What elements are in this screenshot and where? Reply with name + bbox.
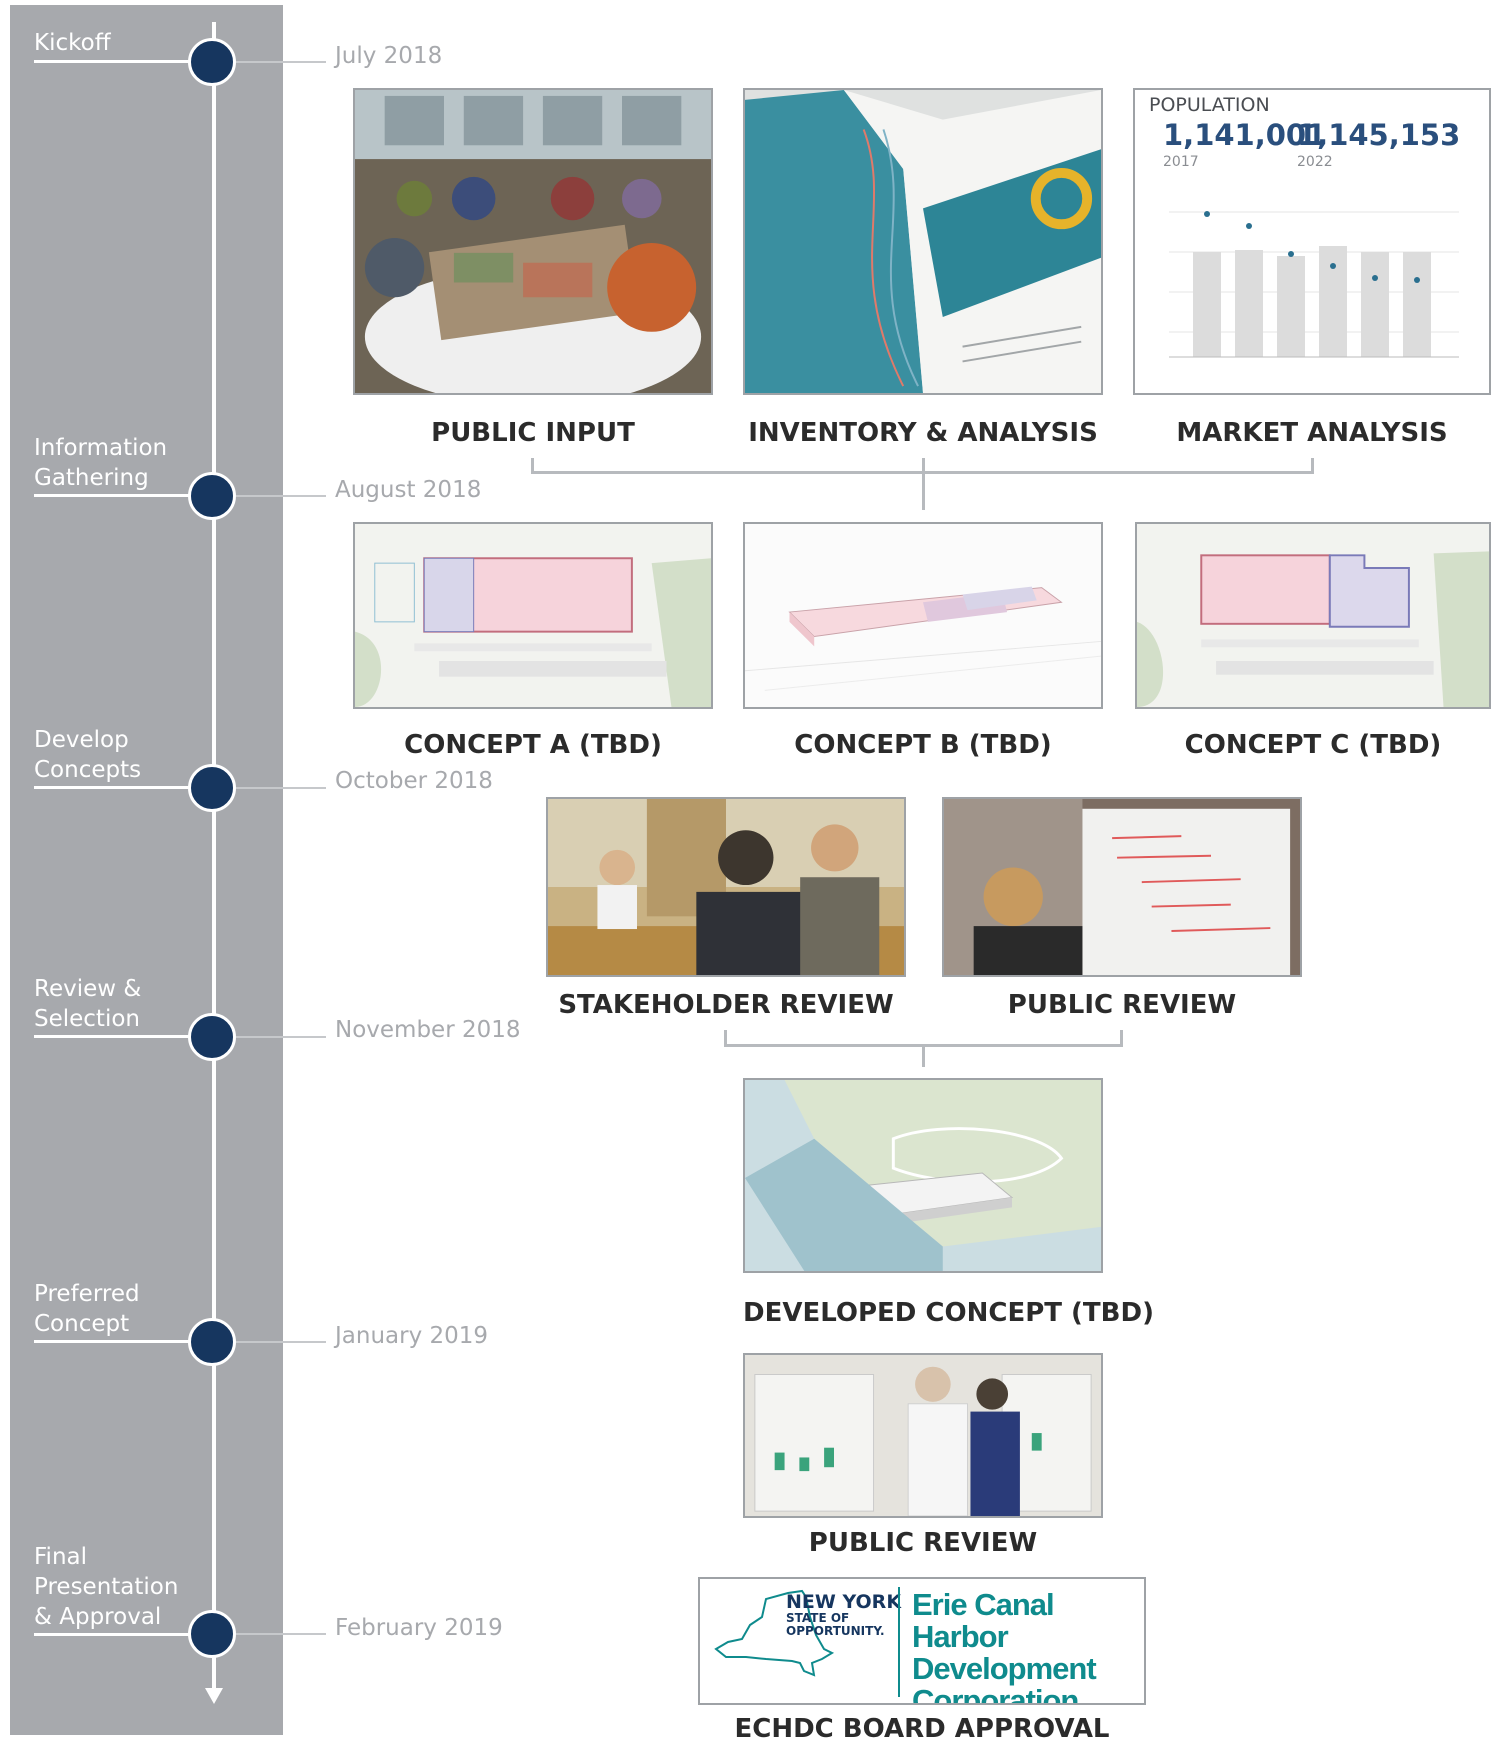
caption-stakeholder-review: STAKEHOLDER REVIEW — [558, 990, 894, 1020]
public-review-photo[interactable] — [942, 797, 1302, 977]
bracket-stem — [922, 458, 925, 510]
caption-developed-concept: DEVELOPED CONCEPT (TBD) — [743, 1298, 1154, 1328]
timeline-node-final-presentation[interactable] — [188, 1610, 236, 1658]
population-value-2022: 1,145,153 — [1297, 118, 1461, 152]
developed-concept-rendering[interactable] — [743, 1078, 1103, 1273]
bracket-bar — [531, 471, 1314, 474]
caption-public-review-2: PUBLIC REVIEW — [808, 1528, 1038, 1558]
stage-underline — [34, 60, 212, 63]
public-review-open-house-photo[interactable] — [743, 1353, 1103, 1518]
timeline-node-develop-concepts[interactable] — [188, 764, 236, 812]
caption-public-review-1: PUBLIC REVIEW — [1007, 990, 1237, 1020]
date-final-presentation: February 2019 — [335, 1615, 503, 1641]
timeline-arrow-icon — [205, 1688, 223, 1704]
echdc-wordmark: Erie Canal Harbor Development Corporatio… — [912, 1587, 1097, 1705]
new-york-state-outline-icon — [714, 1589, 835, 1677]
population-year-2017: 2017 — [1163, 154, 1199, 170]
retail-indicator-thumbnail-chart — [1169, 211, 1459, 358]
market-analysis-panel[interactable]: POPULATION 1,141,001 2017 1,145,153 2022 — [1133, 88, 1491, 395]
open-house-photo-illustration — [745, 1355, 1101, 1516]
caption-concept-c: CONCEPT C (TBD) — [1184, 730, 1442, 760]
date-connector — [236, 1633, 326, 1635]
stage-underline — [34, 494, 212, 497]
date-develop-concepts: October 2018 — [335, 768, 493, 794]
stakeholder-review-photo[interactable] — [546, 797, 906, 977]
stage-label-develop-concepts: Develop Concepts — [34, 727, 142, 783]
site-plan-illustration — [1137, 524, 1489, 707]
timeline-spine — [212, 22, 216, 1692]
perspective-massing-illustration — [745, 524, 1101, 707]
bracket-tick — [724, 1030, 727, 1047]
concept-a-drawing[interactable] — [353, 522, 713, 709]
inventory-analysis-photo[interactable] — [743, 88, 1103, 395]
caption-board-approval: ECHDC BOARD APPROVAL — [734, 1714, 1110, 1744]
concept-c-drawing[interactable] — [1135, 522, 1491, 709]
date-connector — [236, 1036, 326, 1038]
stage-label-review-selection: Review & Selection — [34, 976, 142, 1032]
stage-label-information-gathering: Information Gathering — [34, 435, 168, 491]
ny-line-1: NEW YORK — [786, 1591, 902, 1613]
stage-underline — [34, 1633, 212, 1636]
bracket-stem — [922, 1044, 925, 1067]
echdc-logo-panel: NEW YORK STATE OF OPPORTUNITY. Erie Cana… — [698, 1577, 1146, 1705]
caption-market-analysis: MARKET ANALYSIS — [1176, 418, 1448, 448]
public-input-photo[interactable] — [353, 88, 713, 395]
stage-underline — [34, 786, 212, 789]
date-kickoff: July 2018 — [335, 43, 443, 69]
ny-line-3: OPPORTUNITY. — [786, 1624, 885, 1638]
bracket-tick — [1120, 1030, 1123, 1047]
report-booklet-illustration — [745, 90, 1101, 393]
aerial-rendering-illustration — [745, 1080, 1101, 1271]
site-plan-illustration — [355, 524, 711, 707]
bracket-tick — [1311, 458, 1314, 474]
caption-concept-b: CONCEPT B (TBD) — [794, 730, 1052, 760]
bracket-tick — [531, 458, 534, 474]
stage-underline — [34, 1035, 212, 1038]
date-connector — [236, 787, 326, 789]
ny-line-2: STATE OF — [786, 1611, 850, 1625]
workshop-photo-illustration — [355, 90, 711, 393]
timeline-node-review-selection[interactable] — [188, 1013, 236, 1061]
whiteboard-photo-illustration — [944, 799, 1300, 975]
caption-concept-a: CONCEPT A (TBD) — [404, 730, 662, 760]
timeline-sidebar — [10, 5, 283, 1735]
stage-label-preferred-concept: Preferred Concept — [34, 1281, 140, 1337]
date-connector — [236, 61, 326, 63]
timeline-node-preferred-concept[interactable] — [188, 1318, 236, 1366]
stage-underline — [34, 1340, 212, 1343]
date-connector — [236, 1341, 326, 1343]
date-connector — [236, 495, 326, 497]
population-value-2017: 1,141,001 — [1163, 118, 1327, 152]
stage-label-kickoff: Kickoff — [34, 30, 111, 56]
meeting-photo-illustration — [548, 799, 904, 975]
stage-label-final-presentation: Final Presentation & Approval — [34, 1544, 179, 1630]
timeline-node-information-gathering[interactable] — [188, 472, 236, 520]
concept-b-drawing[interactable] — [743, 522, 1103, 709]
population-year-2022: 2022 — [1297, 154, 1333, 170]
date-review-selection: November 2018 — [335, 1017, 521, 1043]
population-title: POPULATION — [1149, 94, 1270, 116]
caption-inventory-analysis: INVENTORY & ANALYSIS — [748, 418, 1098, 448]
date-preferred-concept: January 2019 — [335, 1323, 489, 1349]
date-information-gathering: August 2018 — [335, 477, 482, 503]
ny-wordmark: NEW YORK STATE OF OPPORTUNITY. — [786, 1593, 901, 1638]
caption-public-input: PUBLIC INPUT — [431, 418, 635, 448]
logo-divider — [898, 1587, 900, 1697]
timeline-node-kickoff[interactable] — [188, 38, 236, 86]
